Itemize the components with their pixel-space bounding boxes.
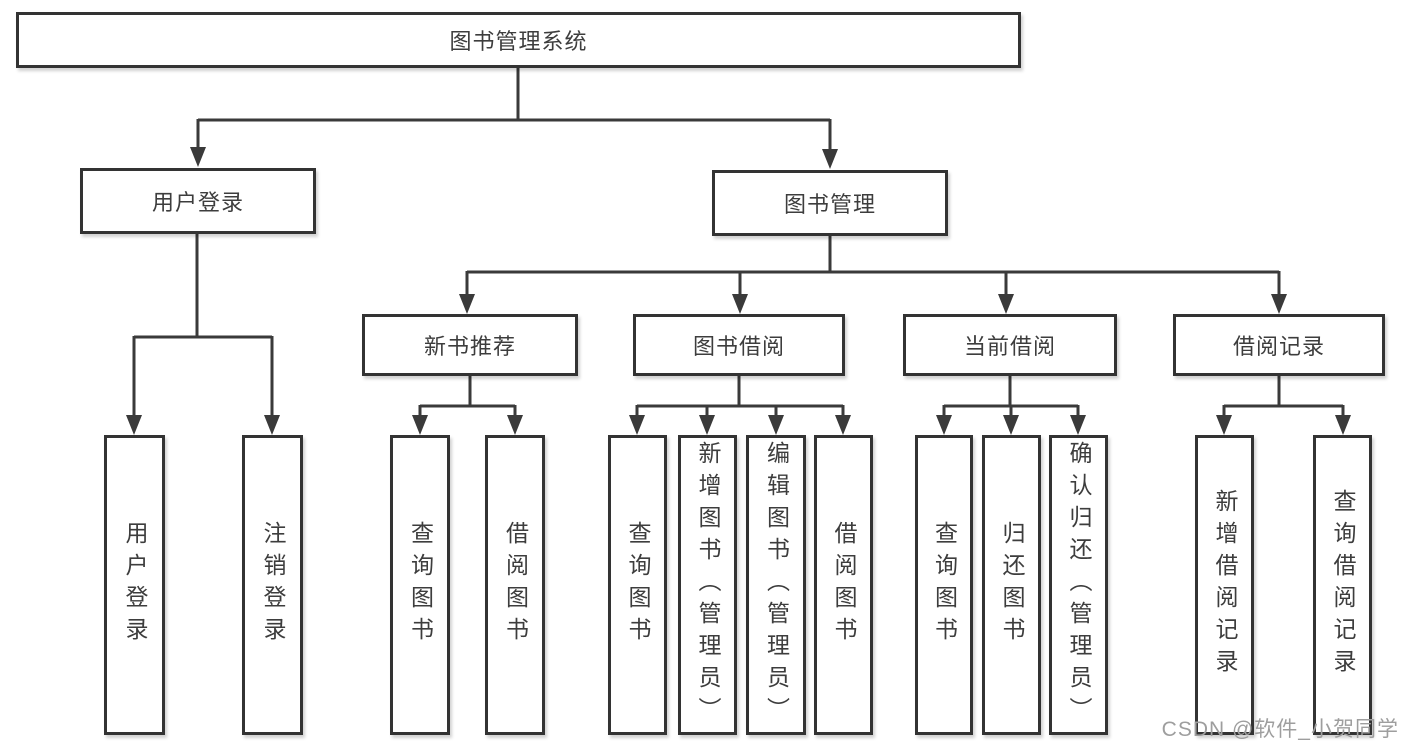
node-leaf-logout: 注销登录 — [242, 435, 303, 735]
connector-book-borrow-to-leaves — [629, 376, 851, 435]
node-current-borrow: 当前借阅 — [903, 314, 1117, 376]
node-borrow-records: 借阅记录 — [1173, 314, 1385, 376]
connector-new-books-to-leaves — [412, 376, 523, 435]
connector-borrow-records-to-leaves — [1216, 376, 1351, 435]
node-book-management-system: 图书管理系统 — [16, 12, 1021, 68]
node-leaf-query-books-recommend: 查询图书 — [390, 435, 450, 735]
connector-current-borrow-to-leaves — [936, 376, 1086, 435]
node-label: 查询图书 — [407, 521, 434, 649]
node-label: 查询图书 — [625, 521, 651, 649]
node-label: 新增借阅记录 — [1212, 489, 1238, 681]
node-label: 用户登录 — [151, 190, 244, 215]
node-label: 确认归还（管理员） — [1066, 441, 1092, 729]
node-label: 注销登录 — [260, 521, 286, 649]
node-label: 图书借阅 — [692, 334, 785, 359]
node-leaf-edit-book-admin: 编辑图书（管理员） — [746, 435, 806, 735]
node-label: 查询图书 — [931, 521, 958, 649]
node-book-management: 图书管理 — [712, 170, 948, 236]
node-label: 归还图书 — [999, 521, 1025, 649]
node-user-login: 用户登录 — [80, 168, 316, 234]
node-label: 用户登录 — [122, 521, 148, 649]
node-label: 新增图书（管理员） — [695, 441, 721, 729]
node-label: 借阅图书 — [831, 521, 857, 649]
node-leaf-query-books-borrow: 查询图书 — [608, 435, 667, 735]
node-label: 新书推荐 — [423, 334, 516, 359]
node-leaf-add-borrow-record: 新增借阅记录 — [1195, 435, 1254, 735]
node-leaf-query-borrow-record: 查询借阅记录 — [1313, 435, 1372, 735]
node-leaf-return-book: 归还图书 — [982, 435, 1041, 735]
connector-user-login-to-leaves — [126, 234, 280, 435]
node-label: 借阅图书 — [502, 521, 529, 649]
node-label: 查询借阅记录 — [1330, 489, 1356, 681]
node-new-book-recommend: 新书推荐 — [362, 314, 578, 376]
node-label: 图书管理系统 — [449, 29, 588, 54]
connector-root-to-level2 — [190, 68, 838, 169]
node-leaf-borrow-books-recommend: 借阅图书 — [485, 435, 545, 735]
node-leaf-query-books-current: 查询图书 — [915, 435, 973, 735]
node-leaf-confirm-return-admin: 确认归还（管理员） — [1049, 435, 1108, 735]
node-book-borrow: 图书借阅 — [633, 314, 845, 376]
csdn-watermark: CSDN @软件_小贺同学 — [1161, 718, 1399, 741]
connector-book-management-to-level3 — [459, 236, 1287, 314]
node-label: 借阅记录 — [1232, 334, 1325, 359]
node-leaf-user-login: 用户登录 — [104, 435, 165, 735]
node-leaf-add-book-admin: 新增图书（管理员） — [678, 435, 737, 735]
node-leaf-borrow-books-borrow: 借阅图书 — [814, 435, 873, 735]
node-label: 编辑图书（管理员） — [763, 441, 790, 729]
node-label: 图书管理 — [783, 192, 876, 217]
node-label: 当前借阅 — [963, 334, 1056, 359]
